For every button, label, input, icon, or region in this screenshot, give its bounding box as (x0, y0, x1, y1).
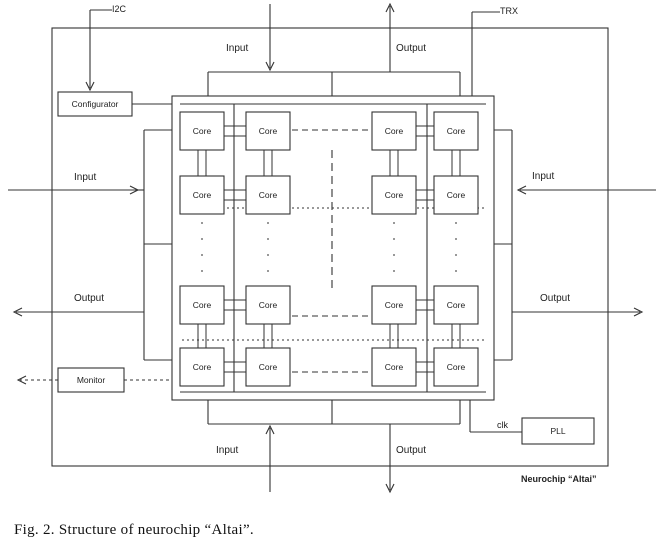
core-label: Core (384, 300, 404, 310)
chip-outer-frame (51, 27, 609, 467)
left-input-label: Input (74, 172, 97, 183)
figure-caption: Fig. 2. Structure of neurochip “Altai”. (14, 522, 254, 538)
core-box (371, 111, 417, 151)
core-box (179, 347, 225, 387)
top-input-label: Input (226, 43, 249, 54)
core-box (433, 347, 479, 387)
right-input-label: Input (532, 171, 555, 182)
core-label: Core (384, 362, 404, 372)
core-label: Core (258, 190, 278, 200)
core-label: Core (192, 190, 212, 200)
core-box (371, 175, 417, 215)
pll-label: PLL (550, 426, 566, 436)
core-label: Core (446, 190, 466, 200)
pll-box (521, 417, 595, 445)
core-box (371, 285, 417, 325)
core-box (371, 347, 417, 387)
right-output-label: Output (540, 293, 571, 304)
core-label: Core (192, 362, 212, 372)
core-box (433, 285, 479, 325)
configurator-label: Configurator (71, 99, 119, 109)
core-box (245, 285, 291, 325)
core-label: Core (258, 362, 278, 372)
core-box (179, 175, 225, 215)
core-box (179, 285, 225, 325)
bottom-output-label: Output (396, 445, 427, 456)
left-output-label: Output (74, 293, 105, 304)
core-label: Core (384, 126, 404, 136)
core-label: Core (258, 126, 278, 136)
core-box (179, 111, 225, 151)
core-label: Core (192, 300, 212, 310)
core-array-frame (171, 95, 495, 401)
top-output-label: Output (396, 43, 427, 54)
core-label: Core (258, 300, 278, 310)
core-box (433, 111, 479, 151)
core-label: Core (446, 126, 466, 136)
trx-signal-label: TRX (500, 6, 518, 16)
core-box (245, 347, 291, 387)
core-label: Core (384, 190, 404, 200)
i2c-signal-label: I2C (112, 4, 127, 14)
core-label: Core (192, 126, 212, 136)
configurator-box (57, 91, 133, 117)
core-label: Core (446, 362, 466, 372)
core-box (245, 111, 291, 151)
core-box (433, 175, 479, 215)
chip-name-label: Neurochip “Altai” (521, 474, 597, 484)
core-label: Core (446, 300, 466, 310)
core-box (245, 175, 291, 215)
monitor-label: Monitor (76, 375, 106, 385)
bottom-input-label: Input (216, 445, 239, 456)
clk-label: clk (497, 420, 508, 430)
